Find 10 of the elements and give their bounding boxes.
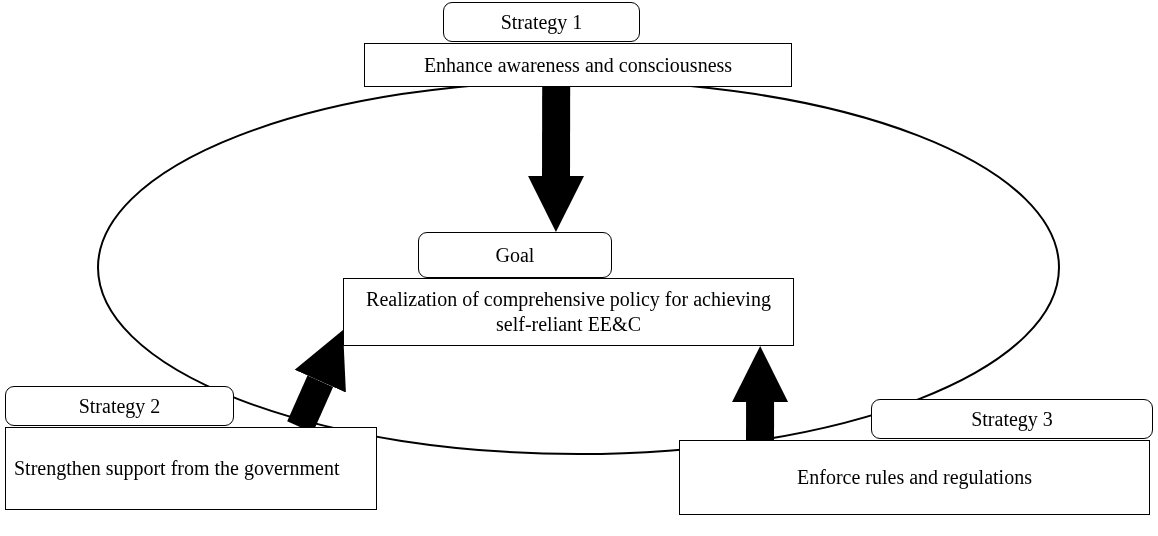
heading-tab: Strategy 3 — [871, 399, 1153, 439]
text-box: Enhance awareness and consciousness — [364, 43, 792, 87]
text-box: Enforce rules and regulations — [679, 440, 1150, 515]
text-box: Realization of comprehensive policy for achieving self-reliant EE&C — [343, 278, 794, 346]
text-box: Strengthen support from the government — [5, 427, 377, 510]
heading-tab: Goal — [418, 232, 612, 278]
heading-tab: Strategy 2 — [5, 386, 234, 426]
block-arrow — [528, 87, 585, 232]
heading-tab: Strategy 1 — [443, 2, 640, 42]
block-arrow — [732, 346, 789, 441]
